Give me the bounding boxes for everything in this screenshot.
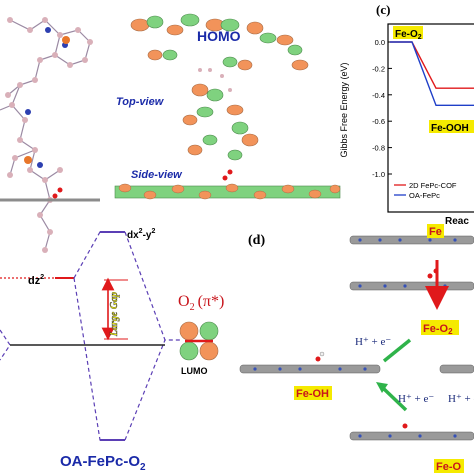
y-tick-label: -0.8 [372,144,385,153]
panel-b: dz2 dx2-y2 Large Gap O2(π*) LUMO OA-FePc… [0,228,224,473]
panel-b-title: OA-FePc-O2 [60,453,146,473]
panel-d: (d) Fe Fe-O2 Fe-OH [239,224,474,473]
chart-frame [387,23,474,213]
species-bg-fe-o [434,459,464,473]
species-label-fe-oh: Fe-OH [296,388,329,400]
dxy-label: dx2-y2 [127,228,155,241]
legend-label-series-1: 2D FePc-COF [409,181,457,190]
chart-x-axis-label: Reac [445,216,469,227]
species-bg-fe-o2 [421,320,459,335]
step-label-fe-ooh: Fe-OOH [431,123,469,134]
molecule-side-view-left [0,187,100,202]
dz2-label: dz2 [28,274,44,287]
homo-label: HOMO [197,28,241,44]
species-bg-fe-oh [294,386,332,400]
molecule-structure-top-left [0,17,93,253]
chart-y-axis-label: Gibbs Free Energy (eV) [339,62,349,157]
lumo-orbital [179,321,219,361]
series-line-2 [390,41,474,107]
species-bg-fe [427,224,444,238]
y-tick-label: 0.0 [375,38,385,47]
y-tick-label: -0.6 [372,117,385,126]
reaction-arrowhead-green-2 [376,382,388,393]
panel-c-letter: (c) [376,2,390,17]
y-tick-label: -0.4 [372,91,385,100]
chart-series [390,41,474,107]
o2-label: O2(π*) [178,293,224,313]
panel-a: HOMO Top-view Side-view [0,13,341,253]
step-label-bg-fe-o2 [393,26,423,39]
large-gap-label: Large Gap [109,292,120,337]
step-label-fe-o2: Fe-O2 [395,29,422,41]
species-label-fe: Fe [429,226,442,238]
homo-orbital-top [130,13,309,161]
legend-label-series-2: OA-FePc [409,191,440,200]
species-label-fe-o: Fe-O [436,461,462,473]
homo-orbital-side-view [114,169,341,200]
series-line-1 [390,41,474,89]
reaction-arrow-green-2 [382,387,408,412]
y-tick-label: -1.0 [372,170,385,179]
panel-d-letter: (d) [248,233,265,248]
y-tick-label: -0.2 [372,64,385,73]
chart-y-ticks: 0.0 -0.2 -0.4 -0.6 -0.8 -1.0 [372,38,392,179]
proton-label-1: H⁺ + e⁻ [355,336,391,348]
step-label-bg-fe-ooh [429,120,474,133]
top-view-label: Top-view [116,96,165,108]
reaction-arrow-green-1 [382,338,412,363]
species-label-fe-o2: Fe-O2 [423,323,453,336]
proton-label-2: H⁺ + e⁻ [398,393,434,405]
lumo-label: LUMO [181,366,208,376]
panel-c: (c) Gibbs Free Energy (eV) Reac 0.0 -0.2 -… [339,2,474,227]
proton-label-3: H⁺ + e⁻ [448,393,474,405]
side-view-label: Side-view [131,169,183,181]
correlation-lines [0,231,180,441]
